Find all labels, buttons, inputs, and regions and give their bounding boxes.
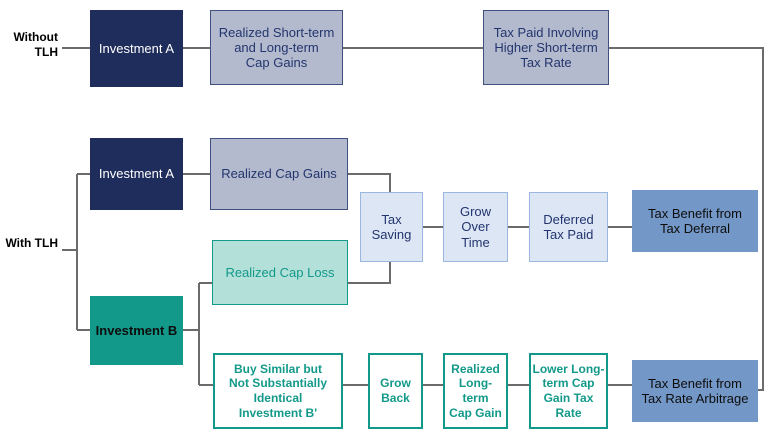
- line-cap-loss-to-tax-saving: [347, 262, 391, 284]
- node-deferred-tax-paid[interactable]: Deferred Tax Paid: [529, 192, 608, 262]
- branch-label-without-tlh: Without TLH: [13, 30, 58, 59]
- node-without-tlh-investment-a[interactable]: Investment A: [90, 10, 183, 87]
- line-gains-to-tax-saving: [347, 173, 391, 192]
- node-grow-back[interactable]: Grow Back: [368, 353, 423, 429]
- node-with-tlh-investment-b[interactable]: Investment B: [90, 296, 183, 365]
- node-grow-over-time[interactable]: Grow Over Time: [443, 192, 508, 262]
- node-tax-benefit-from-tax-deferral[interactable]: Tax Benefit from Tax Deferral: [632, 190, 758, 252]
- node-with-tlh-realized-cap-gains[interactable]: Realized Cap Gains: [210, 138, 348, 210]
- node-lower-long-term-cap-gain-tax-rate[interactable]: Lower Long- term Cap Gain Tax Rate: [529, 353, 608, 429]
- node-without-tlh-realized-cap-gains[interactable]: Realized Short-term and Long-term Cap Ga…: [210, 10, 343, 85]
- node-realized-long-term-cap-gain[interactable]: Realized Long- term Cap Gain: [443, 353, 508, 429]
- node-with-tlh-investment-a[interactable]: Investment A: [90, 138, 183, 210]
- node-without-tlh-tax-paid[interactable]: Tax Paid Involving Higher Short-term Tax…: [483, 10, 609, 85]
- node-tax-benefit-from-tax-rate-arbitrage[interactable]: Tax Benefit from Tax Rate Arbitrage: [632, 360, 758, 422]
- node-tax-saving[interactable]: Tax Saving: [360, 192, 423, 262]
- node-realized-cap-loss[interactable]: Realized Cap Loss: [212, 240, 348, 305]
- node-buy-similar-investment-b-prime[interactable]: Buy Similar but Not Substantially Identi…: [213, 353, 343, 429]
- branch-label-with-tlh: With TLH: [5, 236, 58, 250]
